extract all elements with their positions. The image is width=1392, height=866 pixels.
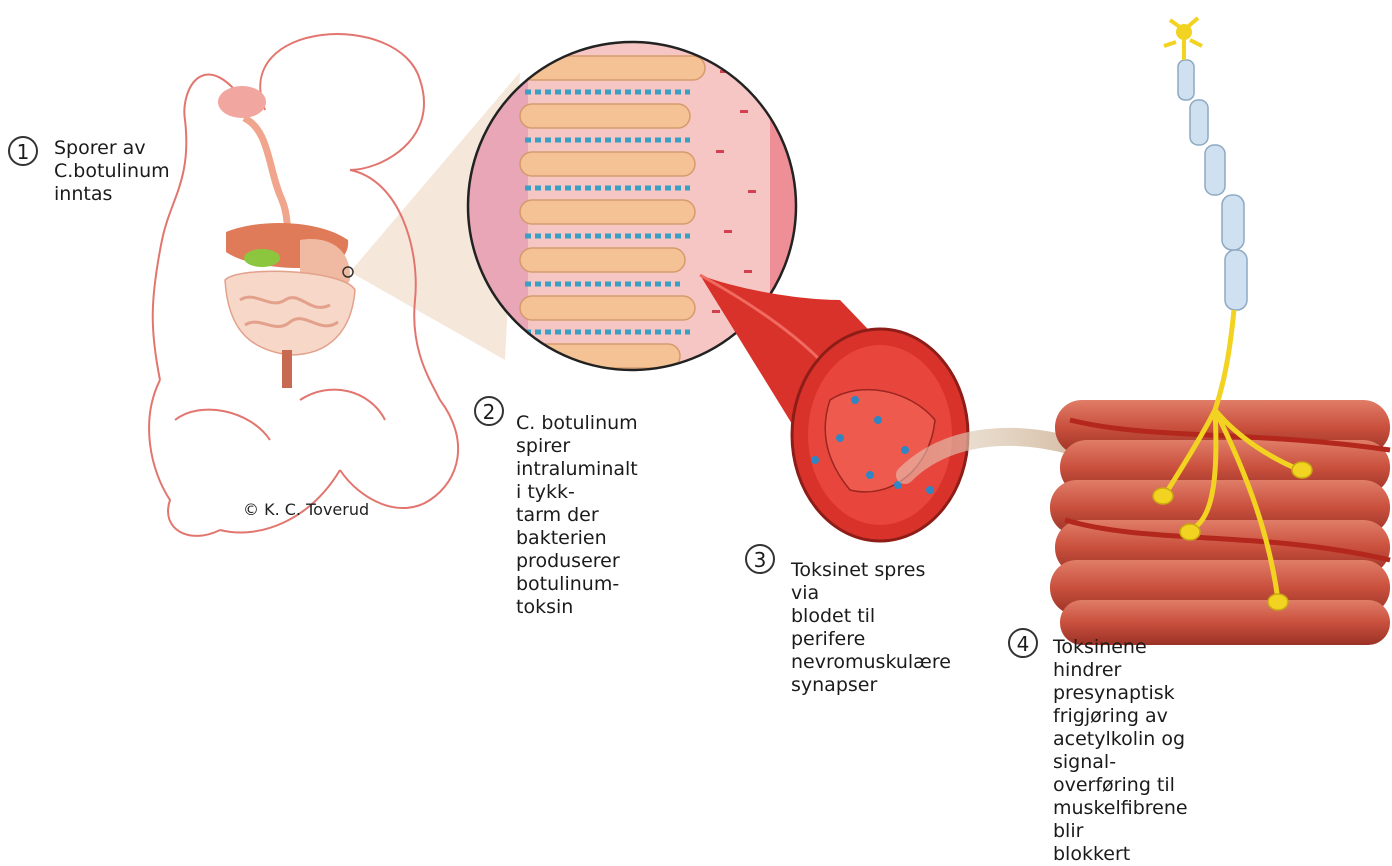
digestive-organs bbox=[225, 223, 355, 388]
blood-vessel bbox=[700, 275, 968, 541]
botulism-illustration bbox=[0, 0, 1392, 733]
head-cavity bbox=[218, 86, 266, 118]
step-1-text: Sporer av C.botulinum inntas bbox=[54, 137, 170, 206]
step-3-text: Toksinet spres via blodet til perifere n… bbox=[791, 559, 951, 697]
muscle-fibres bbox=[1050, 400, 1390, 645]
copyright-credit: © K. C. Toverud bbox=[243, 500, 369, 519]
step-4-number: 4 bbox=[1008, 628, 1038, 658]
step-2-number: 2 bbox=[474, 396, 504, 426]
step-1-number: 1 bbox=[8, 136, 38, 166]
step-4-text: Toksinene hindrer presynaptisk frigjørin… bbox=[1053, 636, 1188, 866]
step-3-number: 3 bbox=[745, 544, 775, 574]
step-2-text: C. botulinum spirer intraluminalt i tykk… bbox=[516, 412, 638, 619]
